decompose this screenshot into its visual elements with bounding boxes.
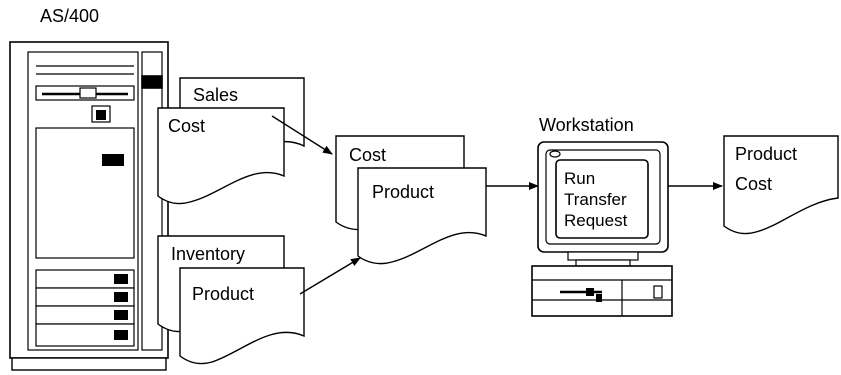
document-cost-left-label: Cost <box>168 116 205 136</box>
screen-line1: Run <box>564 169 595 188</box>
document-product-left <box>179 267 305 365</box>
screen-line2: Transfer <box>564 190 627 209</box>
as400-server <box>9 41 169 371</box>
document-product-mid-label: Product <box>372 182 434 202</box>
arrow-product-to-mid <box>299 257 361 295</box>
document-cost-left <box>157 107 285 205</box>
document-cost-mid-label: Cost <box>349 145 386 165</box>
workstation-computer <box>531 141 673 317</box>
document-product-mid <box>357 167 487 265</box>
flow-arrows <box>271 115 723 295</box>
arrow-cost-to-mid <box>271 115 333 155</box>
screen-line3: Request <box>564 211 628 230</box>
document-sales-label: Sales <box>193 85 238 105</box>
document-output-line1: Product <box>735 144 797 164</box>
workstation-label: Workstation <box>539 115 634 135</box>
server-label: AS/400 <box>40 6 99 26</box>
document-product-left-label: Product <box>192 284 254 304</box>
document-inventory-label: Inventory <box>171 244 245 264</box>
document-output-line2: Cost <box>735 174 772 194</box>
document-output <box>723 135 839 235</box>
